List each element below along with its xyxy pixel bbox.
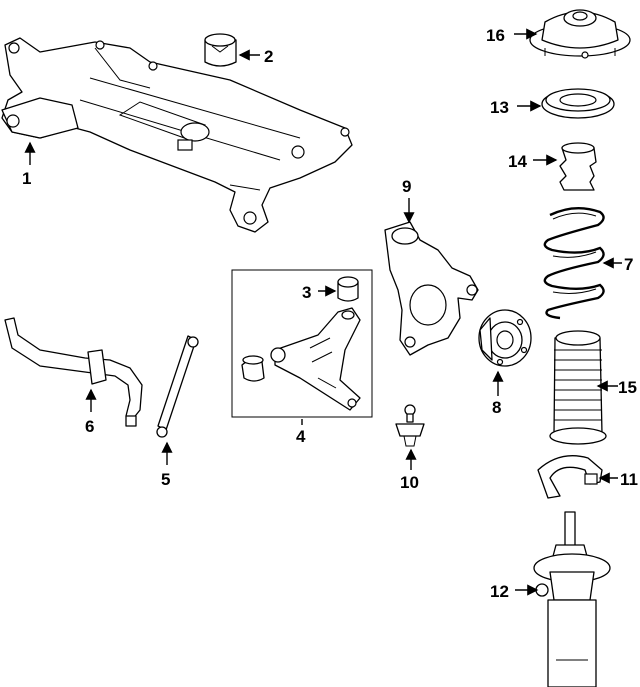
strut-bearing[interactable] xyxy=(541,88,615,119)
stabilizer-bar[interactable] xyxy=(4,317,143,427)
callout-3: 3 xyxy=(302,283,311,302)
subframe-crossmember[interactable] xyxy=(1,37,353,233)
dust-boot[interactable] xyxy=(549,330,607,445)
mount-bushing[interactable] xyxy=(204,33,237,67)
coil-spring[interactable] xyxy=(543,207,605,320)
ball-joint[interactable] xyxy=(395,404,425,447)
callout-1: 1 xyxy=(22,169,31,188)
callout-2: 2 xyxy=(264,47,273,66)
callout-11: 11 xyxy=(620,470,638,489)
callout-6: 6 xyxy=(85,417,94,436)
callout-10: 10 xyxy=(400,473,419,492)
stabilizer-link[interactable] xyxy=(156,335,199,438)
control-arm-assembly[interactable] xyxy=(231,269,373,418)
wheel-hub[interactable] xyxy=(478,309,532,367)
callout-12: 12 xyxy=(490,582,509,601)
callout-13: 13 xyxy=(490,98,509,117)
spring-seat[interactable] xyxy=(537,455,603,499)
callout-7: 7 xyxy=(624,255,633,274)
control-arm-bushing[interactable] xyxy=(337,276,359,302)
callout-5: 5 xyxy=(161,470,170,489)
bump-stop[interactable] xyxy=(559,142,597,191)
callout-8: 8 xyxy=(492,398,501,417)
callout-15: 15 xyxy=(618,378,637,397)
callout-4: 4 xyxy=(296,427,306,446)
callout-14: 14 xyxy=(508,152,527,171)
callout-16: 16 xyxy=(486,26,505,45)
steering-knuckle[interactable] xyxy=(384,221,479,356)
callout-9: 9 xyxy=(402,177,411,196)
callout-arrows xyxy=(24,28,622,596)
strut-upper-mount[interactable] xyxy=(529,9,631,59)
strut-assembly[interactable] xyxy=(533,511,611,687)
